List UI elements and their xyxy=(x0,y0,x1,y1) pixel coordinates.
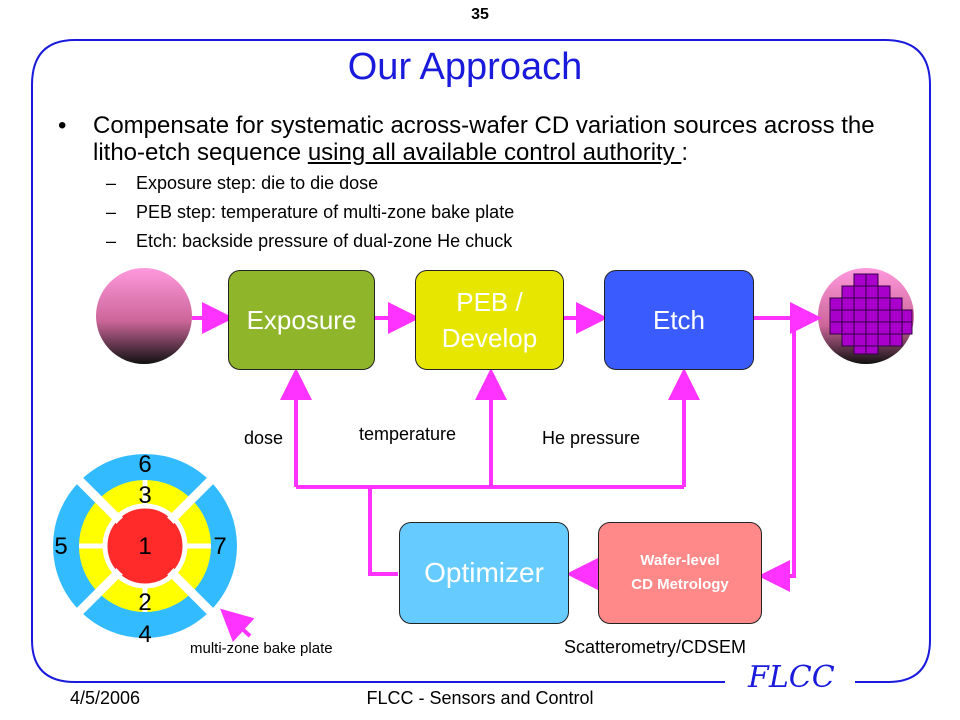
bullet-text: Compensate for systematic across-wafer C… xyxy=(93,112,875,166)
exposure-box: Exposure xyxy=(228,270,375,370)
peb-develop-box: PEB / Develop xyxy=(415,270,564,370)
footer-title: FLCC - Sensors and Control xyxy=(366,688,594,708)
output-wafer xyxy=(818,268,914,364)
scatterometry-label: Scatterometry/CDSEM xyxy=(564,637,747,657)
peb-label-line2: Develop xyxy=(441,323,538,353)
etch-box: Etch xyxy=(604,270,754,370)
zone-3-label: 3 xyxy=(138,482,152,509)
optimizer-box: Optimizer xyxy=(399,522,569,624)
peb-label-line1: PEB / xyxy=(456,287,523,317)
bullet-symbol: • xyxy=(58,112,67,139)
zone-2-label: 2 xyxy=(138,589,152,616)
input-wafer xyxy=(96,268,192,364)
zone-7-label: 7 xyxy=(213,533,227,560)
flow-arrows xyxy=(192,302,822,643)
flcc-logo: FLCC xyxy=(748,660,835,695)
zone-5-label: 5 xyxy=(54,533,68,560)
dose-label: dose xyxy=(244,428,284,448)
footer-date: 4/5/2006 xyxy=(70,688,141,708)
he-pressure-label: He pressure xyxy=(542,428,641,448)
zone-1-label: 1 xyxy=(138,533,152,560)
temperature-label: temperature xyxy=(359,424,457,444)
metrology-box: Wafer-level CD Metrology xyxy=(598,522,762,624)
metrology-label-line2: CD Metrology xyxy=(631,576,729,593)
metrology-label-line1: Wafer-level xyxy=(640,552,720,569)
zone-6-label: 6 xyxy=(138,451,152,478)
slide-title: Our Approach xyxy=(347,46,583,88)
bake-plate-diagram xyxy=(53,454,237,638)
bake-plate-label: multi-zone bake plate xyxy=(190,640,333,657)
page-number: 35 xyxy=(471,6,489,23)
zone-4-label: 4 xyxy=(138,621,152,648)
